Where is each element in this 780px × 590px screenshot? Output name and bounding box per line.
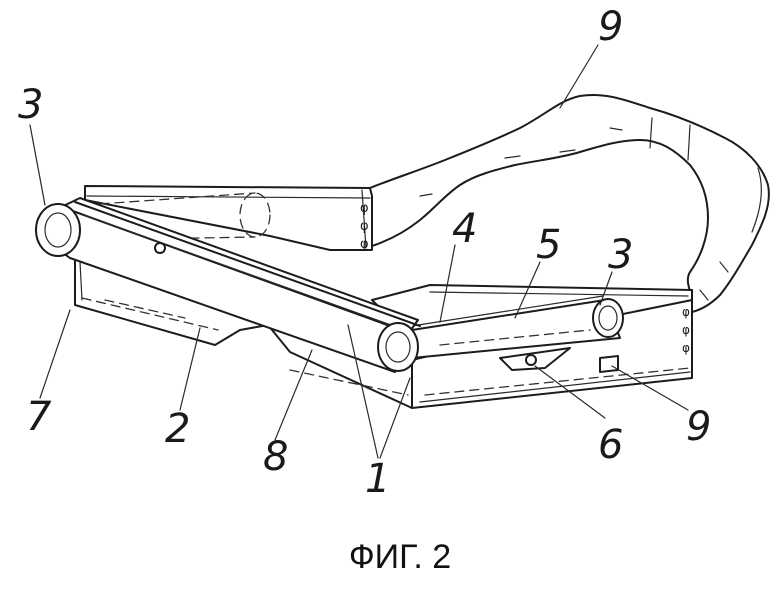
numeral-9-top: 9 [598,4,623,50]
numeral-8: 8 [263,434,288,480]
numeral-7: 7 [26,394,52,440]
numeral-1: 1 [365,456,390,502]
svg-text:φ: φ [360,201,369,216]
numeral-3-right: 3 [608,232,633,278]
svg-text:φ: φ [360,237,369,252]
numeral-3-left: 3 [18,82,43,128]
svg-text:φ: φ [682,341,690,355]
numeral-5: 5 [536,222,561,268]
numeral-2: 2 [165,406,190,452]
numeral-9-bottom: 9 [686,404,711,450]
svg-text:φ: φ [682,323,690,337]
figure-caption: ФИГ. 2 [349,538,451,576]
cushion-body [370,95,769,312]
numeral-4: 4 [452,206,477,252]
front-roller [378,323,418,371]
svg-text:φ: φ [360,219,369,234]
left-roller [36,204,80,256]
right-roller [593,299,623,337]
numeral-6: 6 [598,422,623,468]
svg-text:φ: φ [682,305,690,319]
